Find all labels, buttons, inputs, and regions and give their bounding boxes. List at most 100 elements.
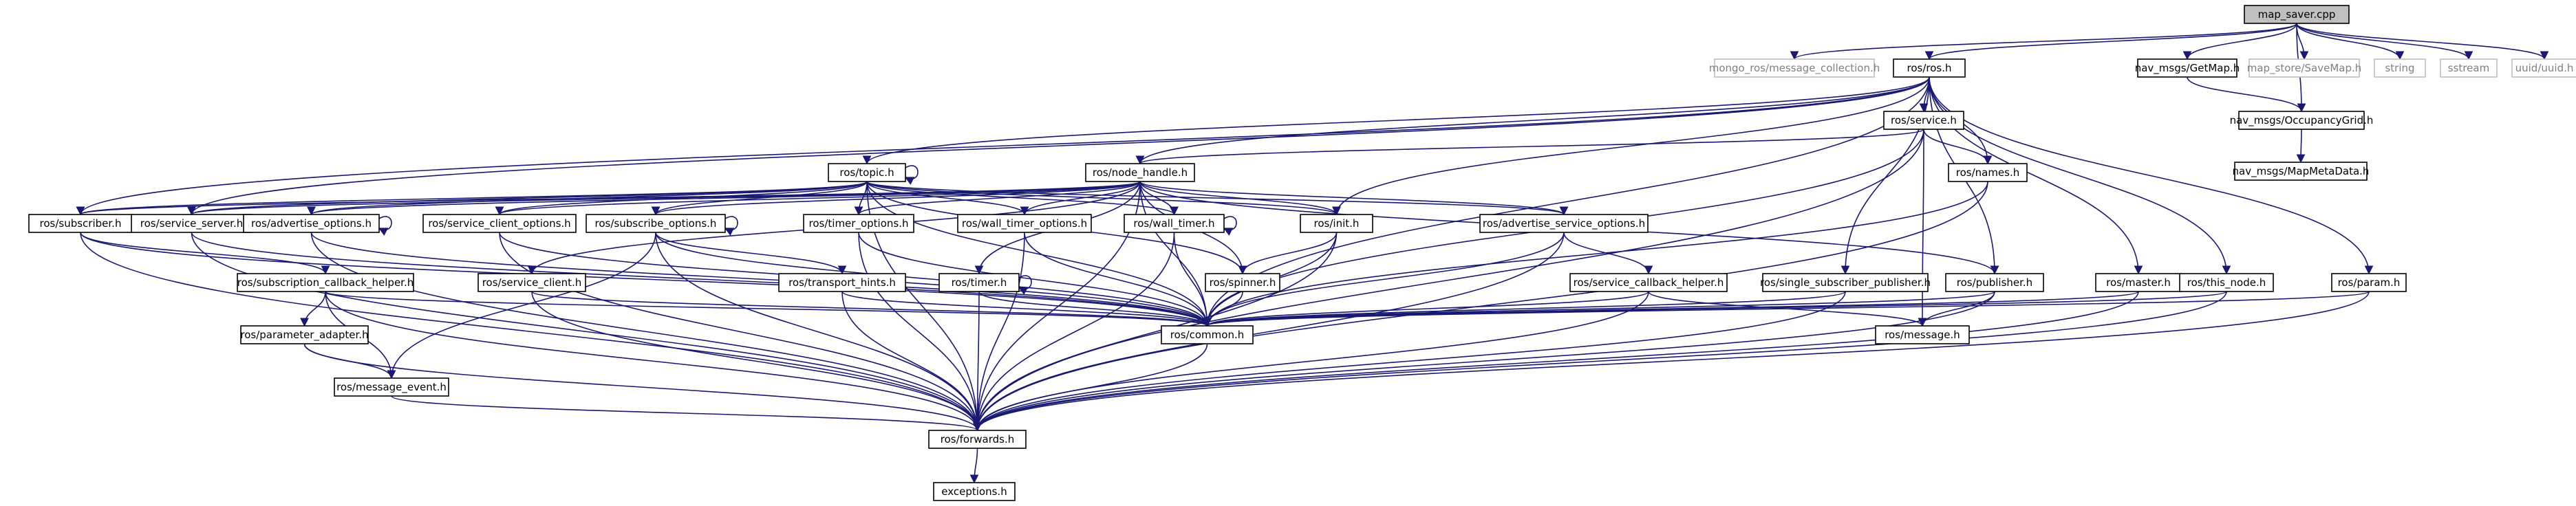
node-box (2331, 273, 2407, 292)
node-ros-timer-h[interactable]: ros/timer.h (938, 273, 1020, 292)
node-ros-transport-hints-h[interactable]: ros/transport_hints.h (778, 273, 906, 292)
node-box (2234, 162, 2368, 181)
node-box (1945, 273, 2044, 292)
edge-common-to-forwards (973, 343, 1208, 432)
node-ros-service-h[interactable]: ros/service.h (1883, 111, 1964, 130)
node-ros-service-client-h[interactable]: ros/service_client.h (477, 273, 586, 292)
node-ros-spinner-h[interactable]: ros/spinner.h (1205, 273, 1280, 292)
node-box (1569, 273, 1728, 292)
node-ros-service-client-options-h[interactable]: ros/service_client_options.h (422, 214, 577, 233)
node-uuid-uuid-h: uuid/uuid.h (2511, 58, 2576, 78)
edge-master-to-forwards (973, 291, 2139, 432)
node-ros-service-callback-helper-h[interactable]: ros/service_callback_helper.h (1569, 273, 1728, 292)
node-ros-publisher-h[interactable]: ros/publisher.h (1945, 273, 2044, 292)
node-ros-common-h[interactable]: ros/common.h (1161, 325, 1254, 344)
node-ros-names-h[interactable]: ros/names.h (1948, 163, 2028, 182)
node-box (803, 214, 914, 233)
edge-subcbhelper-to-paramadapter (300, 291, 326, 327)
node-ros-wall-timer-options-h[interactable]: ros/wall_timer_options.h (957, 214, 1092, 233)
node-box (778, 273, 906, 292)
edge-nodehandle-to-common (1139, 181, 1212, 327)
edge-nodehandle-to-walltimer (1139, 181, 1179, 216)
node-box (237, 273, 414, 292)
node-label: ros/node_handle.h (1093, 166, 1188, 179)
edge-walltimer-to-walltimer (1223, 216, 1237, 236)
node-box (240, 325, 369, 344)
node-ros-timer-options-h[interactable]: ros/timer_options.h (803, 214, 914, 233)
edge-topic-to-advsrvopts (866, 181, 1568, 216)
edge-nodehandle-to-srvclientopts (495, 181, 1141, 216)
node-map-store-savemap-h: map_store/SaveMap.h (2247, 58, 2362, 78)
edge-advsrvopts-to-forwards (973, 232, 1565, 432)
node-label: map_store/SaveMap.h (2247, 62, 2362, 75)
node-label: ros/service_server.h (140, 217, 244, 230)
node-box (1161, 325, 1254, 344)
node-ros-forwards-h[interactable]: ros/forwards.h (928, 430, 1027, 449)
node-ros-init-h[interactable]: ros/init.h (1300, 214, 1373, 233)
node-box (957, 214, 1092, 233)
node-ros-parameter-adapter-h[interactable]: ros/parameter_adapter.h (240, 325, 369, 344)
node-box (422, 214, 577, 233)
edge-thisnode-to-forwards (973, 291, 2227, 432)
node-ros-single-subscriber-publisher-h[interactable]: ros/single_subscriber_publisher.h (1760, 273, 1931, 292)
edge-transport-to-forwards (841, 291, 982, 432)
edge-ros-to-topic (862, 76, 1930, 165)
node-ros-service-server-h[interactable]: ros/service_server.h (131, 214, 253, 233)
node-map-saver-cpp[interactable]: map_saver.cpp (2244, 5, 2350, 24)
node-ros-message-h[interactable]: ros/message.h (1875, 325, 1970, 344)
edge-publisher-to-common (1203, 291, 1995, 327)
node-ros-advertise-options-h[interactable]: ros/advertise_options.h (243, 214, 380, 233)
edge-map-saver-to-string (2296, 23, 2405, 60)
node-ros-wall-timer-h[interactable]: ros/wall_timer.h (1124, 214, 1225, 233)
edge-param-to-forwards (973, 291, 2370, 432)
node-ros-node-handle-h[interactable]: ros/node_handle.h (1085, 163, 1195, 182)
node-label: ros/timer_options.h (809, 217, 909, 230)
node-box (928, 430, 1027, 449)
edge-advopts-to-forwards (310, 232, 982, 432)
node-label: ros/wall_timer.h (1133, 217, 1214, 230)
node-ros-message-event-h[interactable]: ros/message_event.h (334, 377, 449, 397)
node-box (28, 214, 133, 233)
node-box (2440, 58, 2498, 78)
edge-singlesubpub-to-forwards (973, 291, 1846, 432)
node-label: ros/service_client.h (482, 276, 582, 289)
edge-srvcbhelper-to-common (1203, 291, 1649, 327)
node-ros-advertise-service-options-h[interactable]: ros/advertise_service_options.h (1479, 214, 1649, 233)
node-ros-subscriber-h[interactable]: ros/subscriber.h (28, 214, 133, 233)
edge-subopts-to-transport (655, 232, 847, 275)
node-box (938, 273, 1020, 292)
node-nav-msgs-mapmetadata-h[interactable]: nav_msgs/MapMetaData.h (2233, 162, 2370, 181)
node-label: exceptions.h (941, 485, 1007, 498)
node-ros-ros-h[interactable]: ros/ros.h (1893, 58, 1966, 78)
edge-forwards-to-exceptions (969, 448, 979, 484)
node-ros-this-node-h[interactable]: ros/this_node.h (2179, 273, 2274, 292)
node-label: ros/service_client_options.h (428, 217, 570, 230)
node-label: mongo_ros/message_collection.h (1709, 62, 1880, 75)
node-nav-msgs-occupancygrid-h[interactable]: nav_msgs/OccupancyGrid.h (2230, 111, 2374, 130)
node-label: ros/transport_hints.h (788, 276, 896, 289)
node-nav-msgs-getmap-h[interactable]: nav_msgs/GetMap.h (2135, 58, 2240, 78)
node-label: ros/wall_timer_options.h (962, 217, 1087, 230)
node-box (477, 273, 586, 292)
edge-getmap-to-occgrid (2187, 76, 2306, 113)
node-label: ros/subscriber.h (40, 217, 122, 230)
node-label: ros/parameter_adapter.h (240, 329, 368, 342)
node-label: string (2385, 62, 2414, 74)
edge-advopts-to-advopts (378, 216, 392, 236)
node-ros-param-h[interactable]: ros/param.h (2331, 273, 2407, 292)
edge-names-to-common (1203, 181, 1988, 327)
node-ros-subscribe-options-h[interactable]: ros/subscribe_options.h (586, 214, 726, 233)
edge-srvclient-to-forwards (531, 291, 982, 432)
edge-topic-to-subopts (651, 181, 868, 216)
edge-service-to-forwards (973, 129, 1924, 432)
edge-init-to-forwards (973, 232, 1338, 432)
edge-map-saver-to-getmap (2182, 23, 2297, 60)
node-ros-master-h[interactable]: ros/master.h (2095, 273, 2182, 292)
node-ros-topic-h[interactable]: ros/topic.h (828, 163, 906, 182)
node-box (2095, 273, 2182, 292)
node-ros-subscription-callback-helper-h[interactable]: ros/subscription_callback_helper.h (237, 273, 414, 292)
edge-timer-to-forwards (973, 291, 982, 432)
node-label: ros/service_callback_helper.h (1574, 276, 1724, 289)
edge-nodehandle-to-subscriber (76, 181, 1141, 216)
node-exceptions-h[interactable]: exceptions.h (933, 482, 1016, 501)
